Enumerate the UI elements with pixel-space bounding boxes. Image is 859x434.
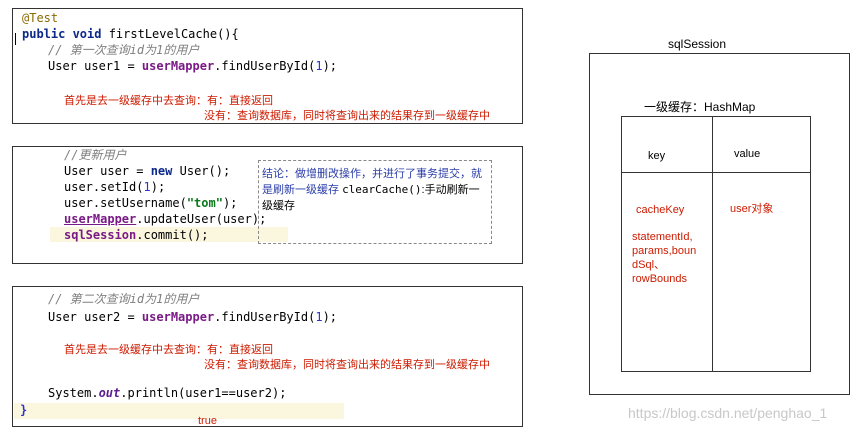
note-cache-hit-1: 首先是去一级缓存中去查询：有：直接返回: [64, 95, 273, 107]
conclusion-line-3: 级缓存: [262, 200, 295, 212]
code-line-update-user: userMapper.updateUser(user);: [64, 212, 267, 226]
key-part: statementId,: [632, 231, 693, 243]
comment-second-query: // 第二次查询id为1的用户: [48, 292, 200, 306]
conclusion-box: [258, 160, 492, 244]
key-part: params,boun: [632, 245, 697, 257]
test-annotation: @Test: [22, 11, 59, 25]
code-block-update: [12, 146, 523, 264]
cache-value-label: user对象: [730, 203, 774, 215]
comment-update-user: //更新用户: [64, 148, 127, 162]
closing-brace: }: [20, 403, 28, 417]
conclusion-text: 结论：做增删改操作，并进行了事务提交，就 是刷新一级缓存 clearCache(…: [262, 166, 490, 214]
conclusion-line-2: 是刷新一级缓存 clearCache():手动刷新一: [262, 183, 480, 196]
code-line-set-username: user.setUsername("tom");: [64, 196, 238, 210]
key-part: rowBounds: [632, 273, 688, 285]
first-level-cache-label: 一级缓存：HashMap: [644, 100, 756, 114]
sqlsession-title: sqlSession: [668, 37, 727, 51]
code-block-first-query: [12, 8, 523, 124]
clear-cache-call: clearCache(): [342, 183, 422, 196]
conclusion-line-1: 结论：做增删改操作，并进行了事务提交，就: [262, 168, 482, 180]
note-cache-miss-2: 没有：查询数据库，同时将查询出来的结果存到一级缓存中: [204, 359, 490, 371]
code-line-commit: sqlSession.commit();: [64, 228, 209, 242]
commit-line-highlight: [50, 227, 288, 242]
text-cursor: [15, 33, 16, 45]
code-line-user2: User user2 = userMapper.findUserById(1);: [48, 310, 338, 324]
column-header-value: value: [734, 148, 761, 160]
code-line-user1: User user1 = userMapper.findUserById(1);: [48, 59, 338, 73]
code-line-println: System.out.println(user1==user2);: [48, 386, 287, 400]
hashmap-table: [621, 116, 811, 372]
key-part: dSql、: [632, 259, 666, 271]
note-cache-hit-2: 首先是去一级缓存中去查询：有：直接返回: [64, 344, 273, 356]
code-line-set-id: user.setId(1);: [64, 180, 166, 194]
code-line-new-user: User user = new User();: [64, 164, 231, 178]
watermark: https://blog.csdn.net/penghao_1: [628, 405, 828, 421]
comment-first-query: // 第一次查询id为1的用户: [48, 43, 200, 57]
closing-line-highlight: [14, 403, 344, 419]
table-column-divider: [712, 116, 713, 372]
note-cache-miss-1: 没有：查询数据库，同时将查询出来的结果存到一级缓存中: [204, 110, 490, 122]
method-signature: public void firstLevelCache(){: [22, 27, 239, 41]
cache-key-label: cacheKey: [636, 204, 685, 216]
result-true: true: [198, 415, 217, 427]
cache-key-components: statementId, params,boun dSql、 rowBounds: [632, 230, 696, 286]
table-header-divider: [621, 172, 811, 173]
column-header-key: key: [648, 150, 666, 162]
